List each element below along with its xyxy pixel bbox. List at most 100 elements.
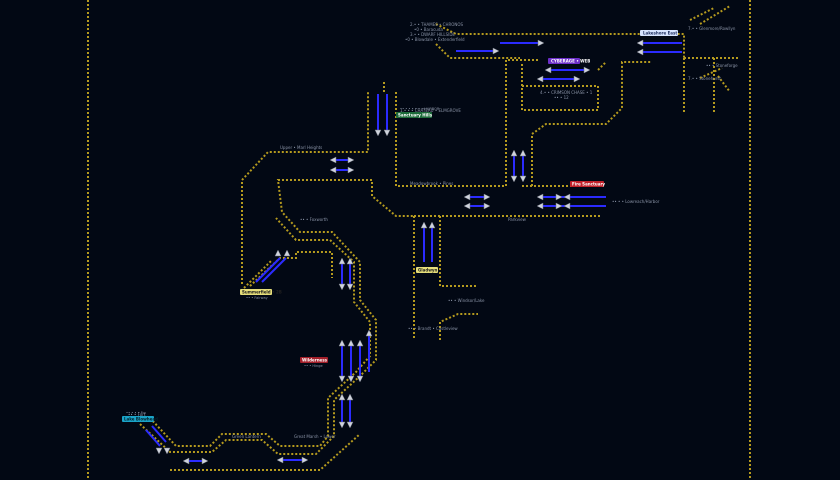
ramp-e1-up [510,149,518,157]
tunnel-east-loop [531,61,652,186]
label-mid-ne-2: •• • 12 [554,95,569,100]
label-ne-3: 3.• • DWARF HILLSIDE [410,32,455,37]
ramp-n2 [383,129,391,137]
label-center: Meadowbrook • Pines [410,181,453,186]
ramp-e6 [536,202,544,210]
ramp-ne4 [536,75,544,83]
tunnel-center-north [395,59,540,187]
ramp-e4 [463,202,471,210]
station-tags: Lakeshore East CYBERAGE • WEB Sanctuary … [122,30,678,422]
tag-bg [240,289,272,295]
tag-bg [300,357,328,363]
ramp-ne6 [636,48,644,56]
ramp-e7-up [420,221,428,229]
tag-text: Gladwyn [418,268,438,273]
tag-text: Wilderness [302,358,328,363]
tunnel-ne-box [521,61,607,111]
tag-text: Summerfield • 2B [242,290,282,295]
ramp-ne5 [636,39,644,47]
ramp-m2-r [347,166,355,174]
ramp-c1b [346,283,354,291]
ramp-c2a [338,375,346,383]
ramp-ne2 [537,39,545,47]
ramp-b1-r [201,457,209,465]
label-mid-ne-1: 4.• • CRIMSON CHASE • 1 [540,90,593,95]
line-west-1 [255,257,281,283]
ramp-west-2 [283,249,291,257]
tag-lake-blowhead[interactable]: Lake Blowhead •• • • • Fry [122,411,158,422]
tunnel-sw-loop [139,179,414,455]
label-bottom-1: Green Lantern [232,434,261,439]
line-sw-2 [151,425,167,443]
ramp-west-1 [274,249,282,257]
tunnel-far-ne [683,5,740,112]
tunnel-west-branch [241,92,369,284]
ramp-ne1 [492,47,500,55]
tag-sub: •• • • • Fry [126,411,146,415]
ramp-e3 [463,193,471,201]
tag-bg [570,181,604,187]
tunnel-east-corridor [413,215,602,340]
label-ne-4: •0 • Blowdale • Extenderfield [405,37,465,42]
tunnel-west-spur2 [243,259,273,289]
ramp-c2c-up [356,339,364,347]
tag-sub: •• • Fairway [246,296,268,300]
label-sw: •• • Fort [128,412,146,417]
tunnel-ne-upper [435,23,685,58]
tag-bg [548,58,580,64]
ramp-e6-r [555,202,563,210]
ramp-ne3 [544,66,552,74]
tag-cyberage[interactable]: CYBERAGE • WEB [548,58,590,64]
ramp-m2 [329,166,337,174]
ramp-c3b [346,421,354,429]
tunnel-sw-bottom [170,433,361,471]
tag-text: Sanctuary Hills [398,113,433,118]
ramp-sw2 [163,447,171,455]
tunnel-ne-lower [435,43,520,59]
label-top-mid: 1.• • • CHATEAU • ELMGROVE [400,108,461,113]
map-labels: 2.• • THAMES • CHRONOS •0 • Baracuda 3.•… [128,22,738,439]
ramp-e2-up [519,149,527,157]
tunnel-network [139,5,740,471]
label-west-mid: •• • Foxworth [300,217,328,222]
ramp-pointers [155,39,644,465]
tag-sanctuary-hills[interactable]: Sanctuary Hills •• • • • • • • HARBOR [396,107,440,118]
ramp-e1 [510,175,518,183]
ramp-e4-r [483,202,491,210]
ramp-n1 [374,129,382,137]
ramp-b2-r [301,456,309,464]
label-east-low: Parkview [508,217,527,222]
tag-sub: •• • Hinge [304,364,323,368]
ramp-c1b-up [346,257,354,265]
label-ne-2: •0 • Baracuda [414,27,443,32]
ramp-c2b [347,375,355,383]
tunnel-west-spur [249,251,333,287]
tag-fire-sanctuary[interactable]: Fire Sanctuary [570,181,605,187]
label-south-west: •• • Brandt • Castleview [408,326,458,331]
ramp-c2b-up [347,339,355,347]
tag-bg [122,416,154,422]
tunnel-sw-inner [149,217,371,447]
tag-gladwyn[interactable]: Gladwyn [416,267,438,273]
tag-sub: •• • • • • • • HARBOR [400,107,440,111]
ramp-c2d-up [365,329,373,337]
tag-text: CYBERAGE • WEB [551,59,590,64]
tag-wilderness[interactable]: Wilderness •• • Hinge [300,357,328,368]
ramp-e5b [563,193,571,201]
tag-summerfield[interactable]: Summerfield • 2B •• • Fairway [240,289,282,300]
ramp-e5 [536,193,544,201]
ramp-e3-r [483,193,491,201]
label-west-high: Upper • Marl Heights [280,145,322,150]
tag-bg [640,30,678,36]
ramp-b2 [276,456,284,464]
label-east-mid: •• • • Lowreach/Harbor [612,199,660,204]
ramp-e6b [563,202,571,210]
ramp-c3a-up [338,393,346,401]
line-west-2 [261,257,287,283]
tag-lakeshore-east[interactable]: Lakeshore East [640,30,678,36]
line-sw-1 [145,429,161,447]
ramp-ne4-r [573,75,581,83]
ramp-sw1 [155,447,163,455]
